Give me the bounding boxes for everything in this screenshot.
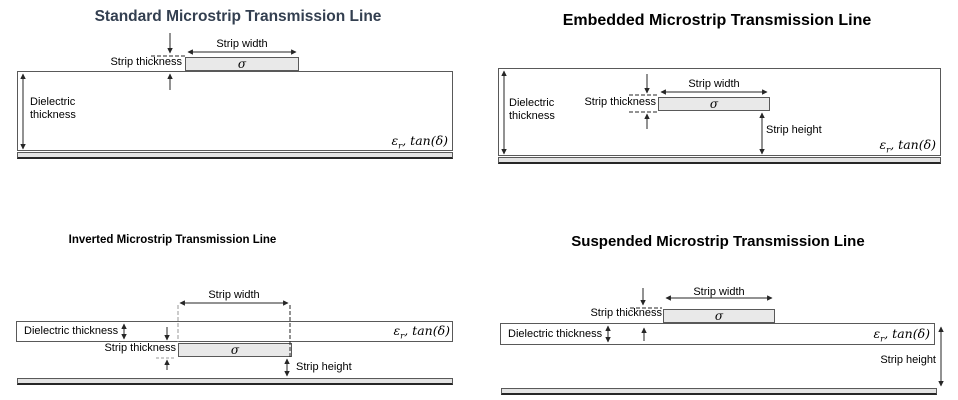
standard-sigma-symbol: σ (237, 57, 247, 71)
suspended-conductor-strip: σ (663, 309, 775, 323)
suspended-ground-plane (501, 388, 937, 395)
embedded-panel-title: Embedded Microstrip Transmission Line (562, 12, 872, 29)
suspended-strip-height-label: Strip height (880, 354, 936, 366)
embedded-conductor-strip: σ (658, 97, 770, 111)
standard-strip-width-label: Strip width (216, 38, 268, 50)
inverted-strip-height-label: Strip height (296, 361, 352, 373)
standard-strip-thickness-label: Strip thickness (110, 56, 182, 68)
suspended-dielectric-thickness-label: Dielectric thickness (508, 328, 603, 340)
suspended-permittivity-label: εr, tan(δ) (873, 326, 930, 345)
suspended-strip-width-label: Strip width (693, 286, 745, 298)
embedded-strip-thickness-label: Strip thickness (584, 96, 656, 108)
embedded-sigma-symbol: σ (709, 97, 719, 111)
inverted-conductor-strip: σ (178, 343, 292, 357)
inverted-strip-width-label: Strip width (208, 289, 260, 301)
standard-dielectric-thickness-label: Dielectric thickness (30, 96, 76, 121)
suspended-strip-thickness-label: Strip thickness (590, 307, 662, 319)
standard-permittivity-label: εr, tan(δ) (391, 133, 448, 152)
embedded-dielectric-thickness-label: Dielectric thickness (509, 97, 555, 122)
inverted-sigma-symbol: σ (230, 343, 240, 357)
standard-ground-plane (17, 152, 453, 159)
standard-conductor-strip: σ (185, 57, 299, 71)
embedded-ground-plane (498, 157, 941, 164)
inverted-strip-thickness-label: Strip thickness (104, 342, 176, 354)
inverted-dielectric-thickness-label: Dielectric thickness (24, 325, 119, 337)
embedded-permittivity-label: εr, tan(δ) (879, 137, 936, 156)
inverted-ground-plane (17, 378, 453, 385)
suspended-panel-title: Suspended Microstrip Transmission Line (571, 233, 865, 250)
embedded-strip-width-label: Strip width (688, 78, 740, 90)
suspended-sigma-symbol: σ (714, 309, 724, 323)
inverted-panel-title: Inverted Microstrip Transmission Line (68, 234, 277, 246)
inverted-permittivity-label: εr, tan(δ) (393, 323, 450, 342)
standard-dielectric-substrate (17, 71, 453, 151)
embedded-dielectric-substrate (498, 68, 941, 156)
standard-panel-title: Standard Microstrip Transmission Line (94, 8, 382, 25)
embedded-strip-height-label: Strip height (766, 124, 822, 136)
